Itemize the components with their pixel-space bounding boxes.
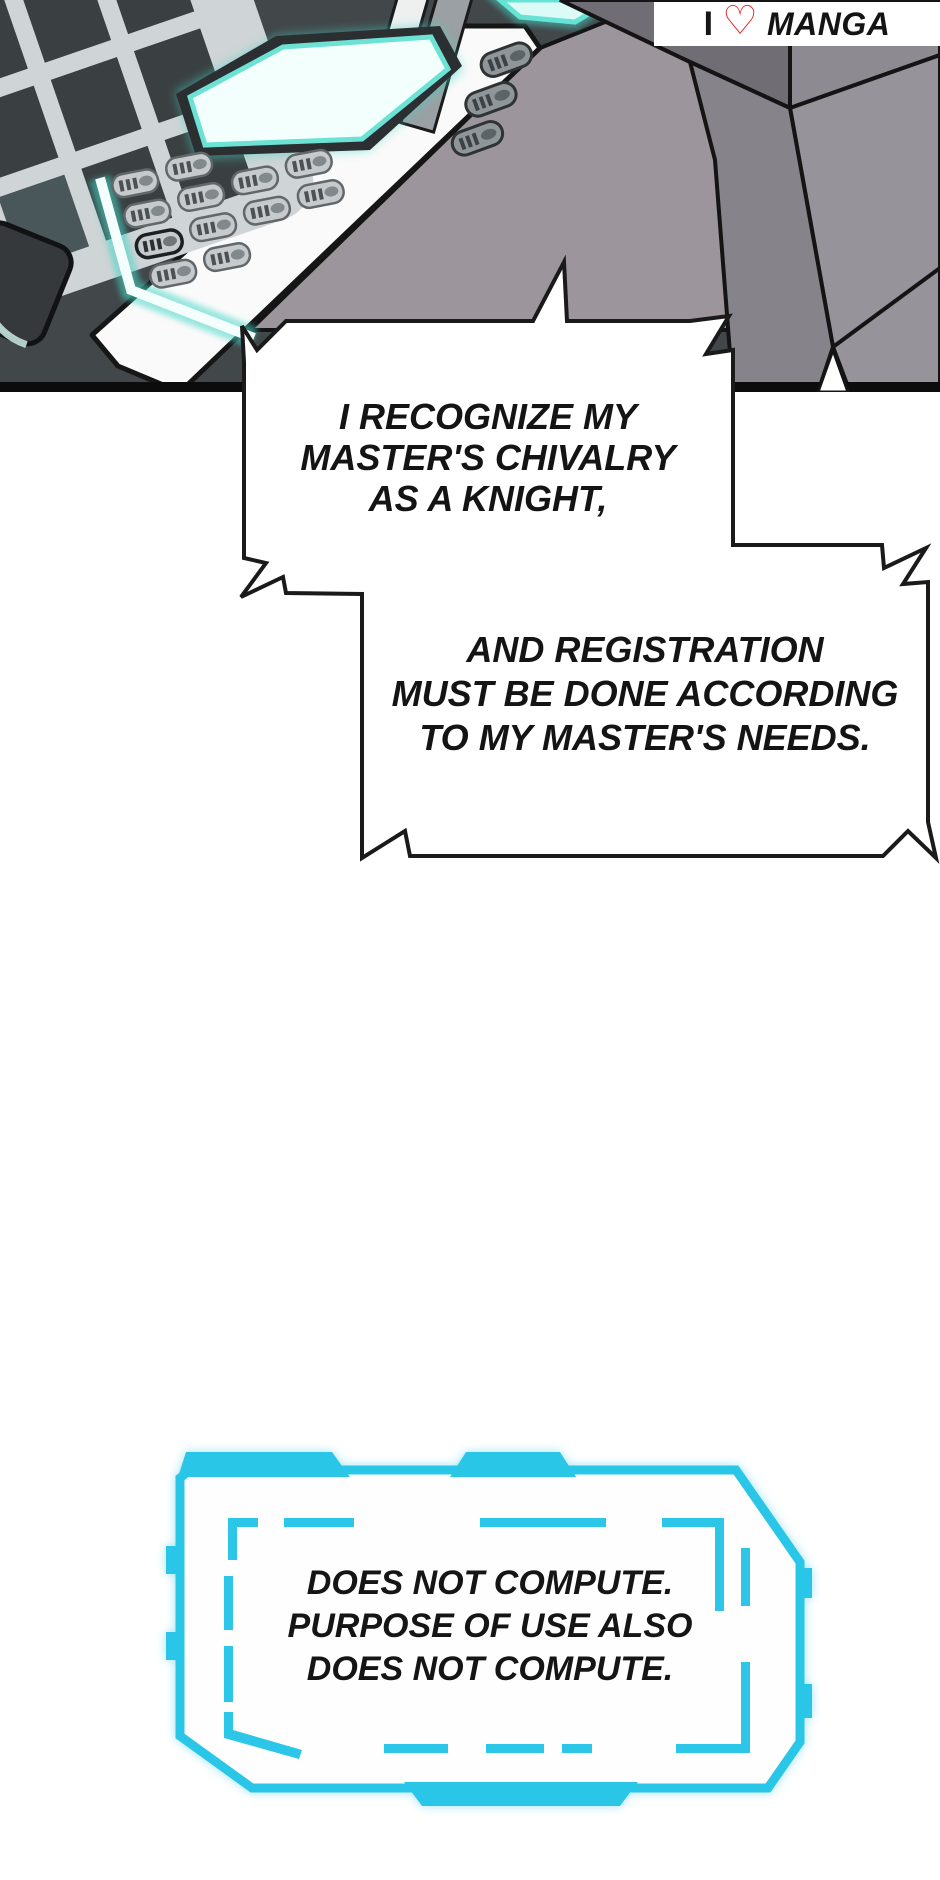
robot-line: PURPOSE OF USE ALSO <box>287 1607 693 1645</box>
logo-prefix: I <box>703 4 714 43</box>
pill-button <box>202 242 252 273</box>
glow-hexagon-panel <box>175 24 464 160</box>
speech-line: MUST BE DONE ACCORDING <box>391 673 899 714</box>
pill-button <box>134 228 184 260</box>
pill-button <box>464 81 518 118</box>
pill-button <box>450 120 505 157</box>
pill-button <box>188 212 238 243</box>
keypad-buttons <box>111 148 345 289</box>
pill-button <box>164 151 214 182</box>
robot-dialog-box <box>166 1452 812 1806</box>
speech-line: TO MY MASTER'S NEEDS. <box>419 717 871 758</box>
dark-device <box>0 220 74 348</box>
logo-brand: MANGA <box>766 5 891 42</box>
speech-bubble-1: I RECOGNIZE MY MASTER'S CHIVALRY AS A KN… <box>168 396 808 519</box>
glow-strip <box>89 175 258 349</box>
pill-button <box>176 181 226 212</box>
speech-bubble-outline <box>239 254 940 865</box>
speech-bubbles-svg <box>239 254 940 865</box>
pill-button <box>149 258 198 289</box>
robot-dialog-text: DOES NOT COMPUTE. PURPOSE OF USE ALSO DO… <box>190 1562 790 1691</box>
pill-button <box>296 179 345 210</box>
speech-line: MASTER'S CHIVALRY <box>300 437 676 478</box>
pill-button <box>123 198 172 229</box>
sci-fi-console-art: I ♡ MANGA <box>0 0 940 392</box>
pill-button <box>242 195 292 226</box>
speech-line: AS A KNIGHT, <box>368 478 608 519</box>
pill-button <box>111 168 160 199</box>
speech-bubble-2: AND REGISTRATION MUST BE DONE ACCORDING … <box>345 628 940 760</box>
keypad-buttons-dark <box>450 41 533 157</box>
pill-button <box>479 41 533 79</box>
robot-box-frame <box>166 1452 812 1806</box>
robot-line: DOES NOT COMPUTE. <box>306 1650 674 1688</box>
robot-line: DOES NOT COMPUTE. <box>306 1564 674 1602</box>
pill-button <box>284 148 333 179</box>
pill-button <box>230 165 280 196</box>
robot-box-inner-ticks <box>224 1518 750 1759</box>
border-notch <box>816 345 850 392</box>
speech-line: I RECOGNIZE MY <box>338 396 638 437</box>
speech-line: AND REGISTRATION <box>466 629 824 670</box>
console-art-svg <box>0 0 940 392</box>
heart-icon: ♡ <box>722 0 758 43</box>
logo: I ♡ MANGA <box>654 0 940 46</box>
